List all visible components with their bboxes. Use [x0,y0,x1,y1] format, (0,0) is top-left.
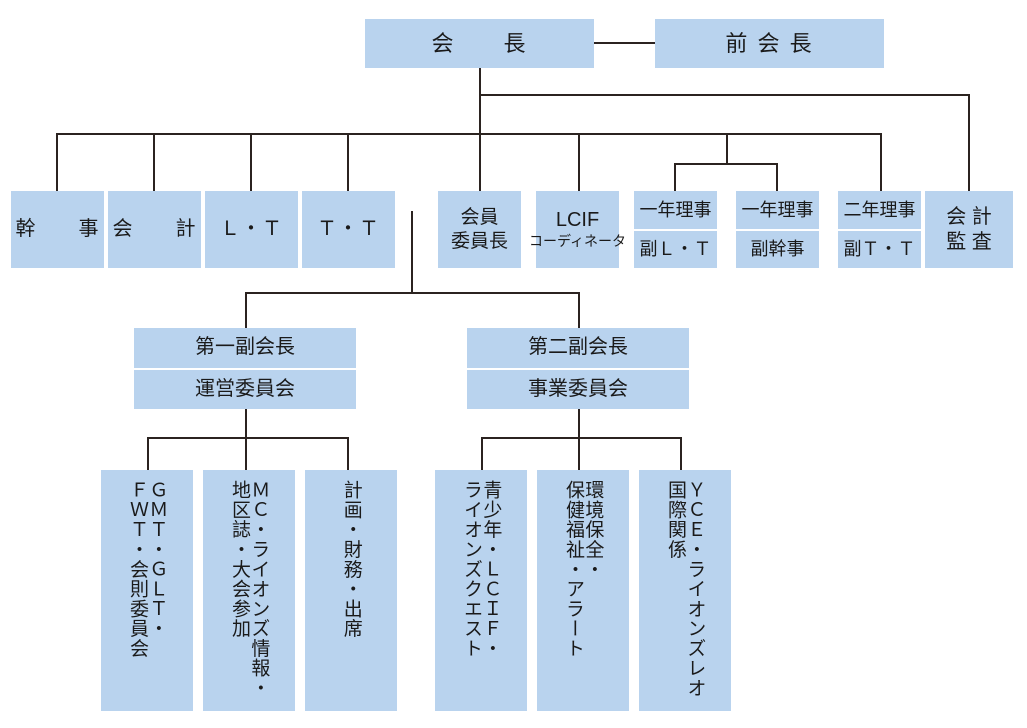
committee-youth-lcif-quest-col-right: 青少年・ＬＣＩＦ・ [480,480,502,658]
connector-drop-tt [347,133,349,191]
auditor-line-1: 会 計 [946,205,992,228]
node-committee-youth-lcif-quest[interactable]: 青少年・ＬＣＩＦ・ ライオンズクエスト [435,470,527,711]
membership-chair-line-1: 会員 [460,206,499,228]
connector-directors-bar [674,163,778,165]
committee-yce-lions-leo-col-left: 国際関係 [665,480,686,560]
connector-row2-bus [56,133,880,135]
node-director-2yr[interactable]: 二年理事 副Ｔ・Ｔ [838,191,921,268]
node-president[interactable]: 会 長 [365,19,594,68]
connector-drop-vp1-child-1 [147,437,149,470]
node-committee-environment-health[interactable]: 環境保全・ 保健福祉・アラート [537,470,629,711]
connector-drop-kaikei [153,133,155,191]
node-committee-gmt-glt-fwt[interactable]: ＧＭＴ・ＧＬＴ・ ＦＷＴ・会則委員会 [101,470,193,711]
director-2yr-title: 二年理事 [838,191,921,231]
committee-plan-finance-attendance-col-right: 計画・財務・出席 [340,480,362,639]
connector-drop-vp2-child-3 [680,437,682,470]
connector-drop-vp2-child-1 [481,437,483,470]
connector-drop-director-1 [674,163,676,191]
connector-drop-director-2 [776,163,778,191]
committee-environment-health-col-right: 環境保全・ [582,480,604,579]
connector-drop-vp1-child-3 [347,437,349,470]
connector-vp1-stem [245,409,247,438]
connector-drop-lt [250,133,252,191]
lcif-line-2: コーディネータ [528,233,627,250]
connector-right-drop [968,94,970,191]
node-lcif-coordinator[interactable]: LCIF コーディネータ [529,191,626,268]
director-1yr-a-title: 一年理事 [634,191,717,231]
node-committee-mc-lions-info[interactable]: ＭＣ・ライオンズ情報・ 地区誌・大会参加 [203,470,295,711]
node-membership-chair[interactable]: 会員 委員長 [438,191,521,268]
connector-drop-vp2-child-2 [578,437,580,470]
first-vp-title: 第一副会長 [134,328,356,370]
connector-drop-vp1-child-2 [245,437,247,470]
node-second-vice-president[interactable]: 第二副会長 事業委員会 [467,328,689,409]
node-tt[interactable]: Ｔ・Ｔ [302,191,395,268]
connector-drop-kanji [56,133,58,191]
connector-top-right-bar [479,94,970,96]
second-vp-title: 第二副会長 [467,328,689,370]
committee-environment-health-col-left: 保健福祉・アラート [563,480,584,658]
connector-drop-directors-stem [726,133,728,165]
connector-vp2-stem [578,409,580,438]
node-first-vice-president[interactable]: 第一副会長 運営委員会 [134,328,356,409]
connector-president-past-president [594,42,655,44]
node-secretary[interactable]: 幹 事 [11,191,104,268]
director-1yr-a-role: 副Ｌ・Ｔ [639,239,712,259]
second-vp-committee: 事業委員会 [528,377,628,400]
connector-drop-vp2 [578,292,580,328]
lcif-line-1: LCIF [555,209,600,232]
connector-vp2-bus [481,437,681,439]
director-1yr-b-role: 副幹事 [750,239,805,259]
node-director-1yr-b[interactable]: 一年理事 副幹事 [736,191,819,268]
connector-drop-member-chair [479,133,481,191]
committee-yce-lions-leo-col-right: ＹＣＥ・ライオンズレオ [684,480,706,698]
committee-youth-lcif-quest-col-left: ライオンズクエスト [461,480,482,658]
connector-drop-vp1 [245,292,247,328]
node-treasurer[interactable]: 会 計 [108,191,201,268]
connector-drop-lcif [578,133,580,191]
director-2yr-role: 副Ｔ・Ｔ [843,239,916,259]
committee-gmt-glt-fwt-col-right: ＧＭＴ・ＧＬＴ・ [146,480,168,639]
director-1yr-b-title: 一年理事 [736,191,819,231]
auditor-line-2: 監 査 [946,230,992,253]
node-director-1yr-a[interactable]: 一年理事 副Ｌ・Ｔ [634,191,717,268]
node-past-president[interactable]: 前 会 長 [655,19,884,68]
node-committee-plan-finance-attendance[interactable]: 計画・財務・出席 [305,470,397,711]
committee-mc-lions-info-col-right: ＭＣ・ライオンズ情報・ [248,480,270,698]
node-auditor[interactable]: 会 計 監 査 [925,191,1013,268]
connector-vp-bus [245,292,578,294]
committee-mc-lions-info-col-left: 地区誌・大会参加 [229,480,250,639]
membership-chair-line-2: 委員長 [450,230,508,252]
connector-trunk-to-vp [411,211,413,294]
node-committee-yce-lions-leo[interactable]: ＹＣＥ・ライオンズレオ 国際関係 [639,470,731,711]
connector-vp1-bus [147,437,348,439]
first-vp-committee: 運営委員会 [195,377,295,400]
committee-gmt-glt-fwt-col-left: ＦＷＴ・会則委員会 [127,480,148,658]
connector-drop-two-year [880,133,882,191]
node-lt[interactable]: Ｌ・Ｔ [205,191,298,268]
